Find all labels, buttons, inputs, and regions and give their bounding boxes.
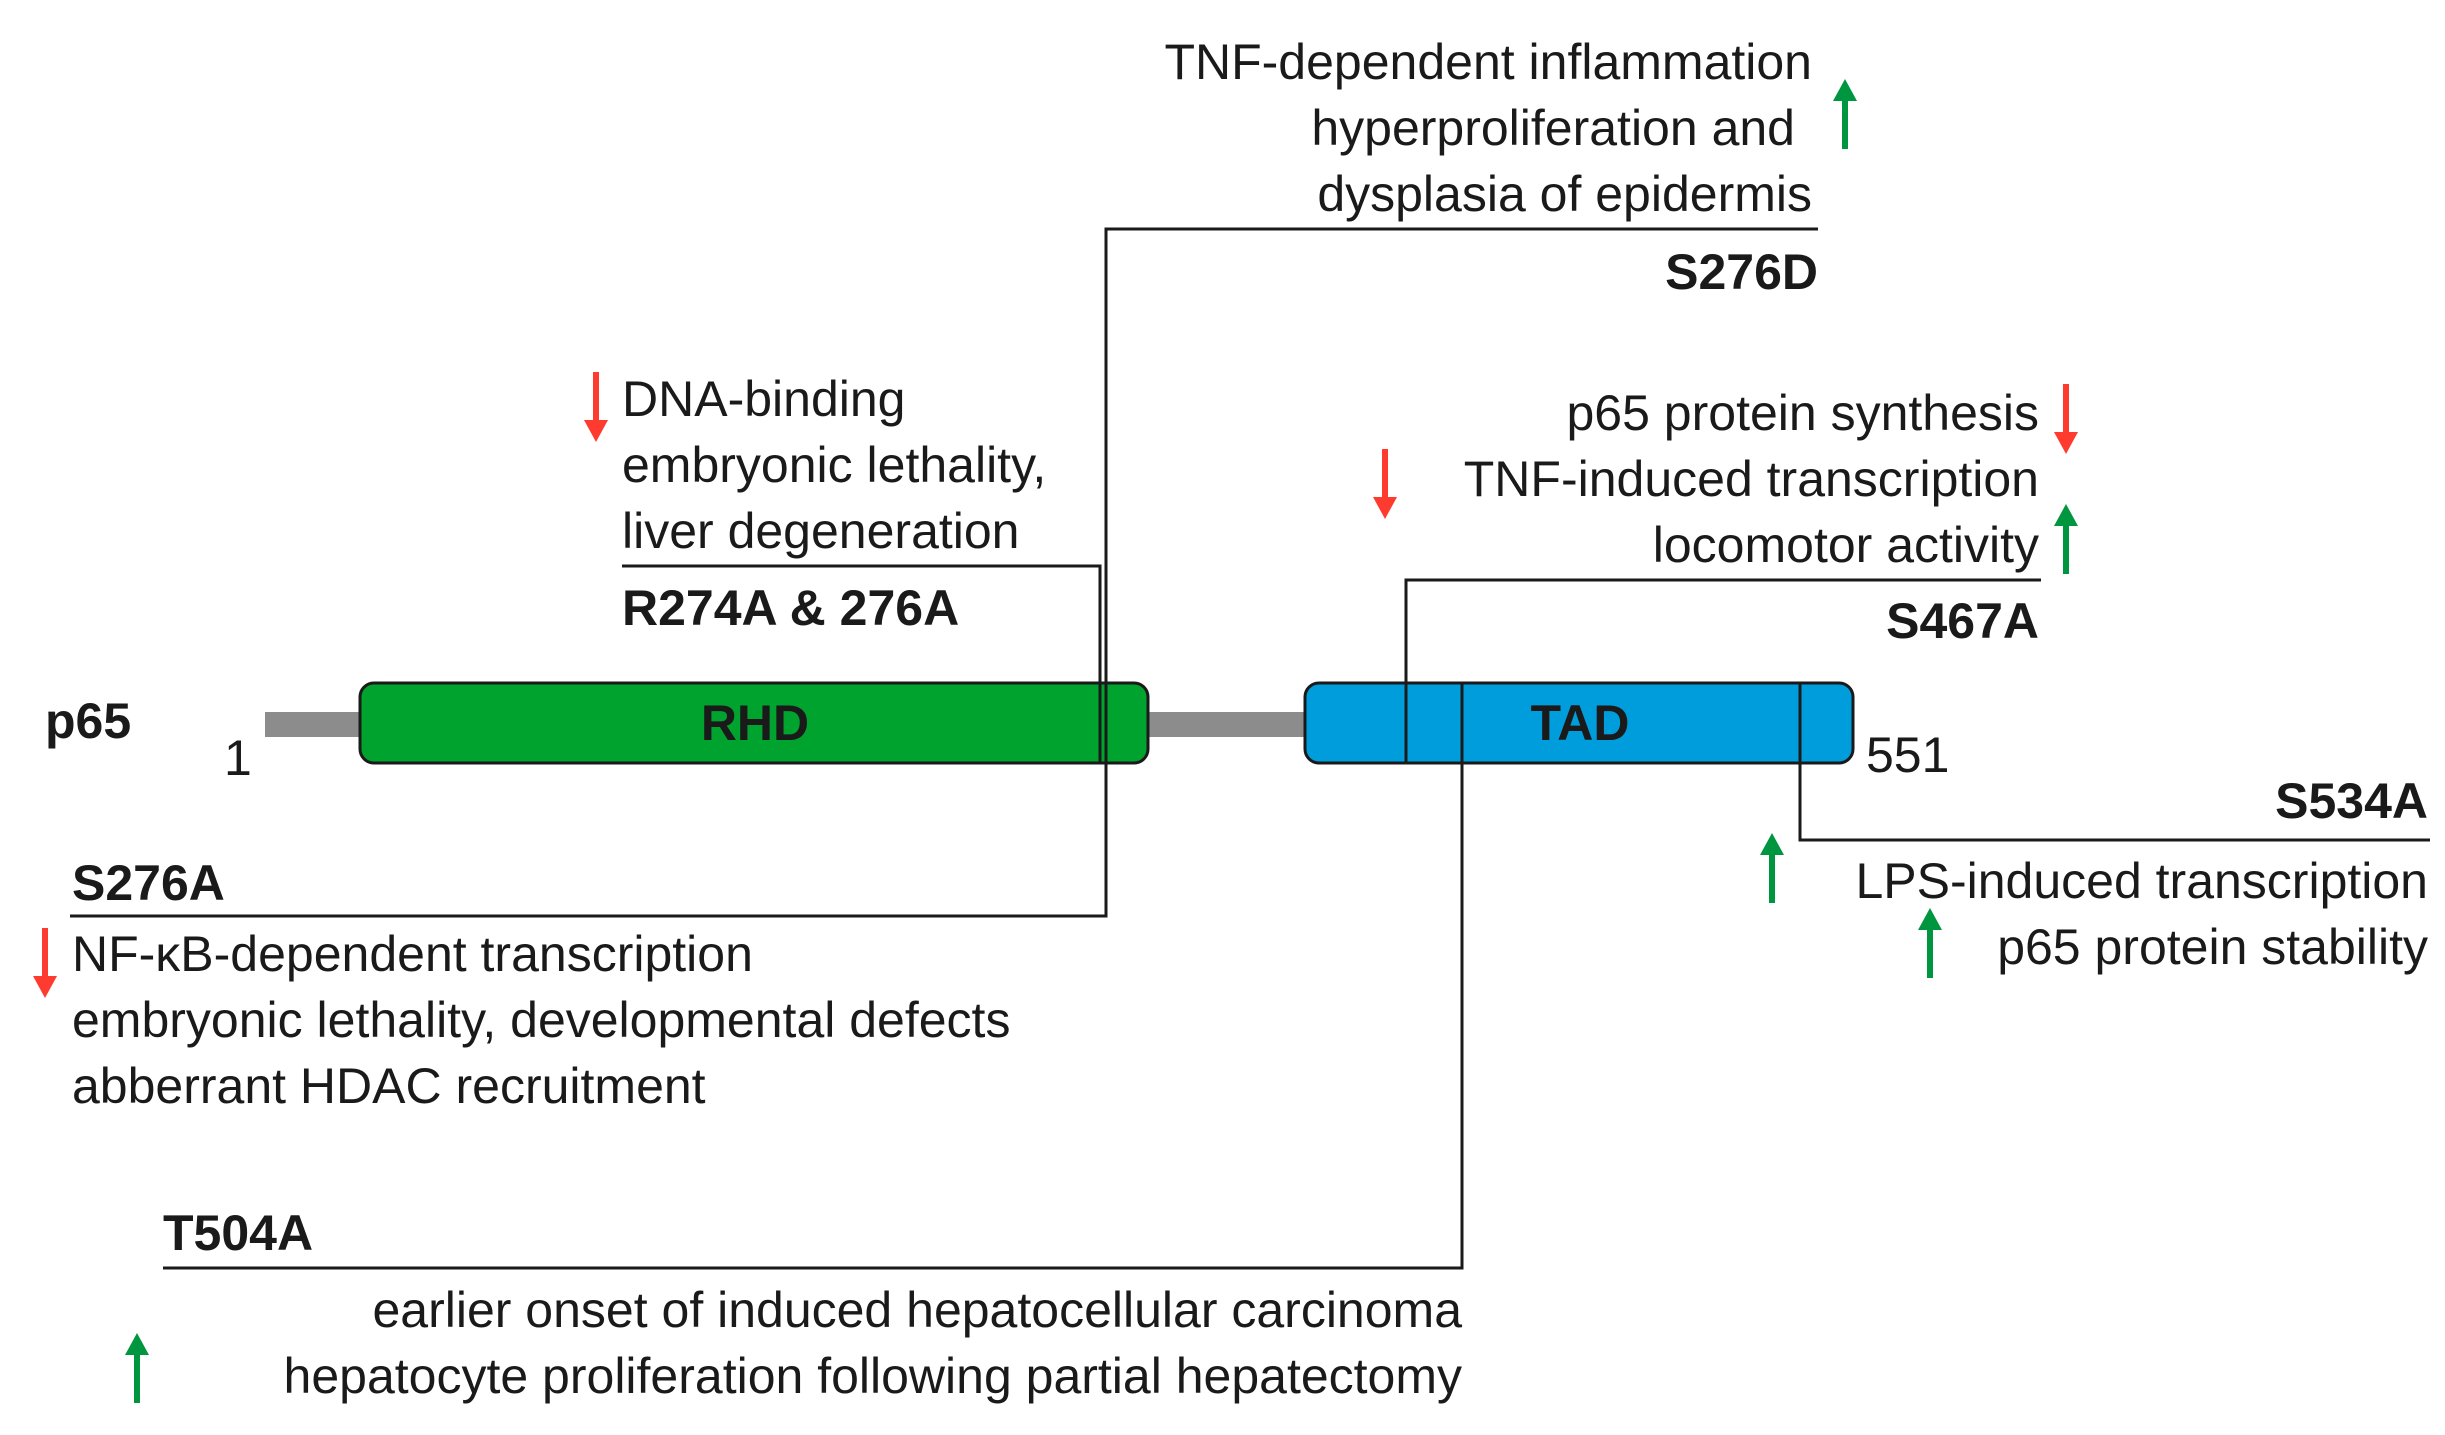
s534a-name: S534A xyxy=(2275,773,2428,829)
s276a-effect-1: NF-κB-dependent transcription xyxy=(72,926,753,982)
s467a-locomotor-up-arrow xyxy=(2054,504,2078,574)
linker-n-terminal xyxy=(265,712,365,737)
s276d-effect-1: TNF-dependent inflammation xyxy=(1164,34,1812,90)
r274a-name: R274A & 276A xyxy=(622,580,960,636)
tad-label: TAD xyxy=(1530,695,1629,751)
rhd-label: RHD xyxy=(701,695,809,751)
residue-end: 551 xyxy=(1866,727,1950,783)
t504a-up-arrow xyxy=(125,1333,149,1403)
t504a-name: T504A xyxy=(163,1205,314,1261)
s534a-effect-2: p65 protein stability xyxy=(1997,919,2428,975)
s276a-leader xyxy=(70,763,1108,918)
s276d-effect-2: hyperproliferation and xyxy=(1311,100,1795,156)
s534a-stability-up-arrow xyxy=(1918,908,1942,978)
s276d-leader xyxy=(1104,227,1818,763)
t504a-effect-1: earlier onset of induced hepatocellular … xyxy=(372,1282,1462,1338)
s276a-name: S276A xyxy=(72,855,225,911)
s276d-up-arrow xyxy=(1833,79,1857,149)
s467a-effect-2: TNF-induced transcription xyxy=(1463,451,2039,507)
s276a-down-arrow xyxy=(33,928,57,998)
s276a-effect-2: embryonic lethality, developmental defec… xyxy=(72,992,1011,1048)
s467a-effect-1: p65 protein synthesis xyxy=(1566,385,2039,441)
s534a-lps-up-arrow xyxy=(1760,833,1784,903)
t504a-effect-2: hepatocyte proliferation following parti… xyxy=(283,1348,1462,1404)
s467a-transcription-down-arrow xyxy=(1373,449,1397,519)
s467a-synthesis-down-arrow xyxy=(2054,384,2078,454)
s534a-effect-1: LPS-induced transcription xyxy=(1855,853,2428,909)
residue-start: 1 xyxy=(224,730,252,786)
tad-domain xyxy=(1303,681,1855,765)
protein-name: p65 xyxy=(45,693,132,749)
leader-lines xyxy=(70,227,2430,1270)
rhd-domain xyxy=(358,681,1150,765)
s467a-name: S467A xyxy=(1886,593,2039,649)
r274a-effect-3: liver degeneration xyxy=(622,503,1020,559)
r274a-effect-1: DNA-binding xyxy=(622,371,906,427)
t504a-leader xyxy=(163,683,1464,1270)
r274a-down-arrow xyxy=(584,372,608,442)
s467a-leader xyxy=(1404,578,2041,763)
s534a-leader xyxy=(1798,683,2430,842)
linker-middle xyxy=(1145,712,1310,737)
s467a-effect-3: locomotor activity xyxy=(1652,517,2039,573)
s276d-effect-3: dysplasia of epidermis xyxy=(1317,166,1812,222)
r274a-leader xyxy=(622,564,1102,763)
s276d-name: S276D xyxy=(1665,244,1818,300)
s276a-effect-3: abberrant HDAC recruitment xyxy=(72,1058,706,1114)
r274a-effect-2: embryonic lethality, xyxy=(622,437,1047,493)
